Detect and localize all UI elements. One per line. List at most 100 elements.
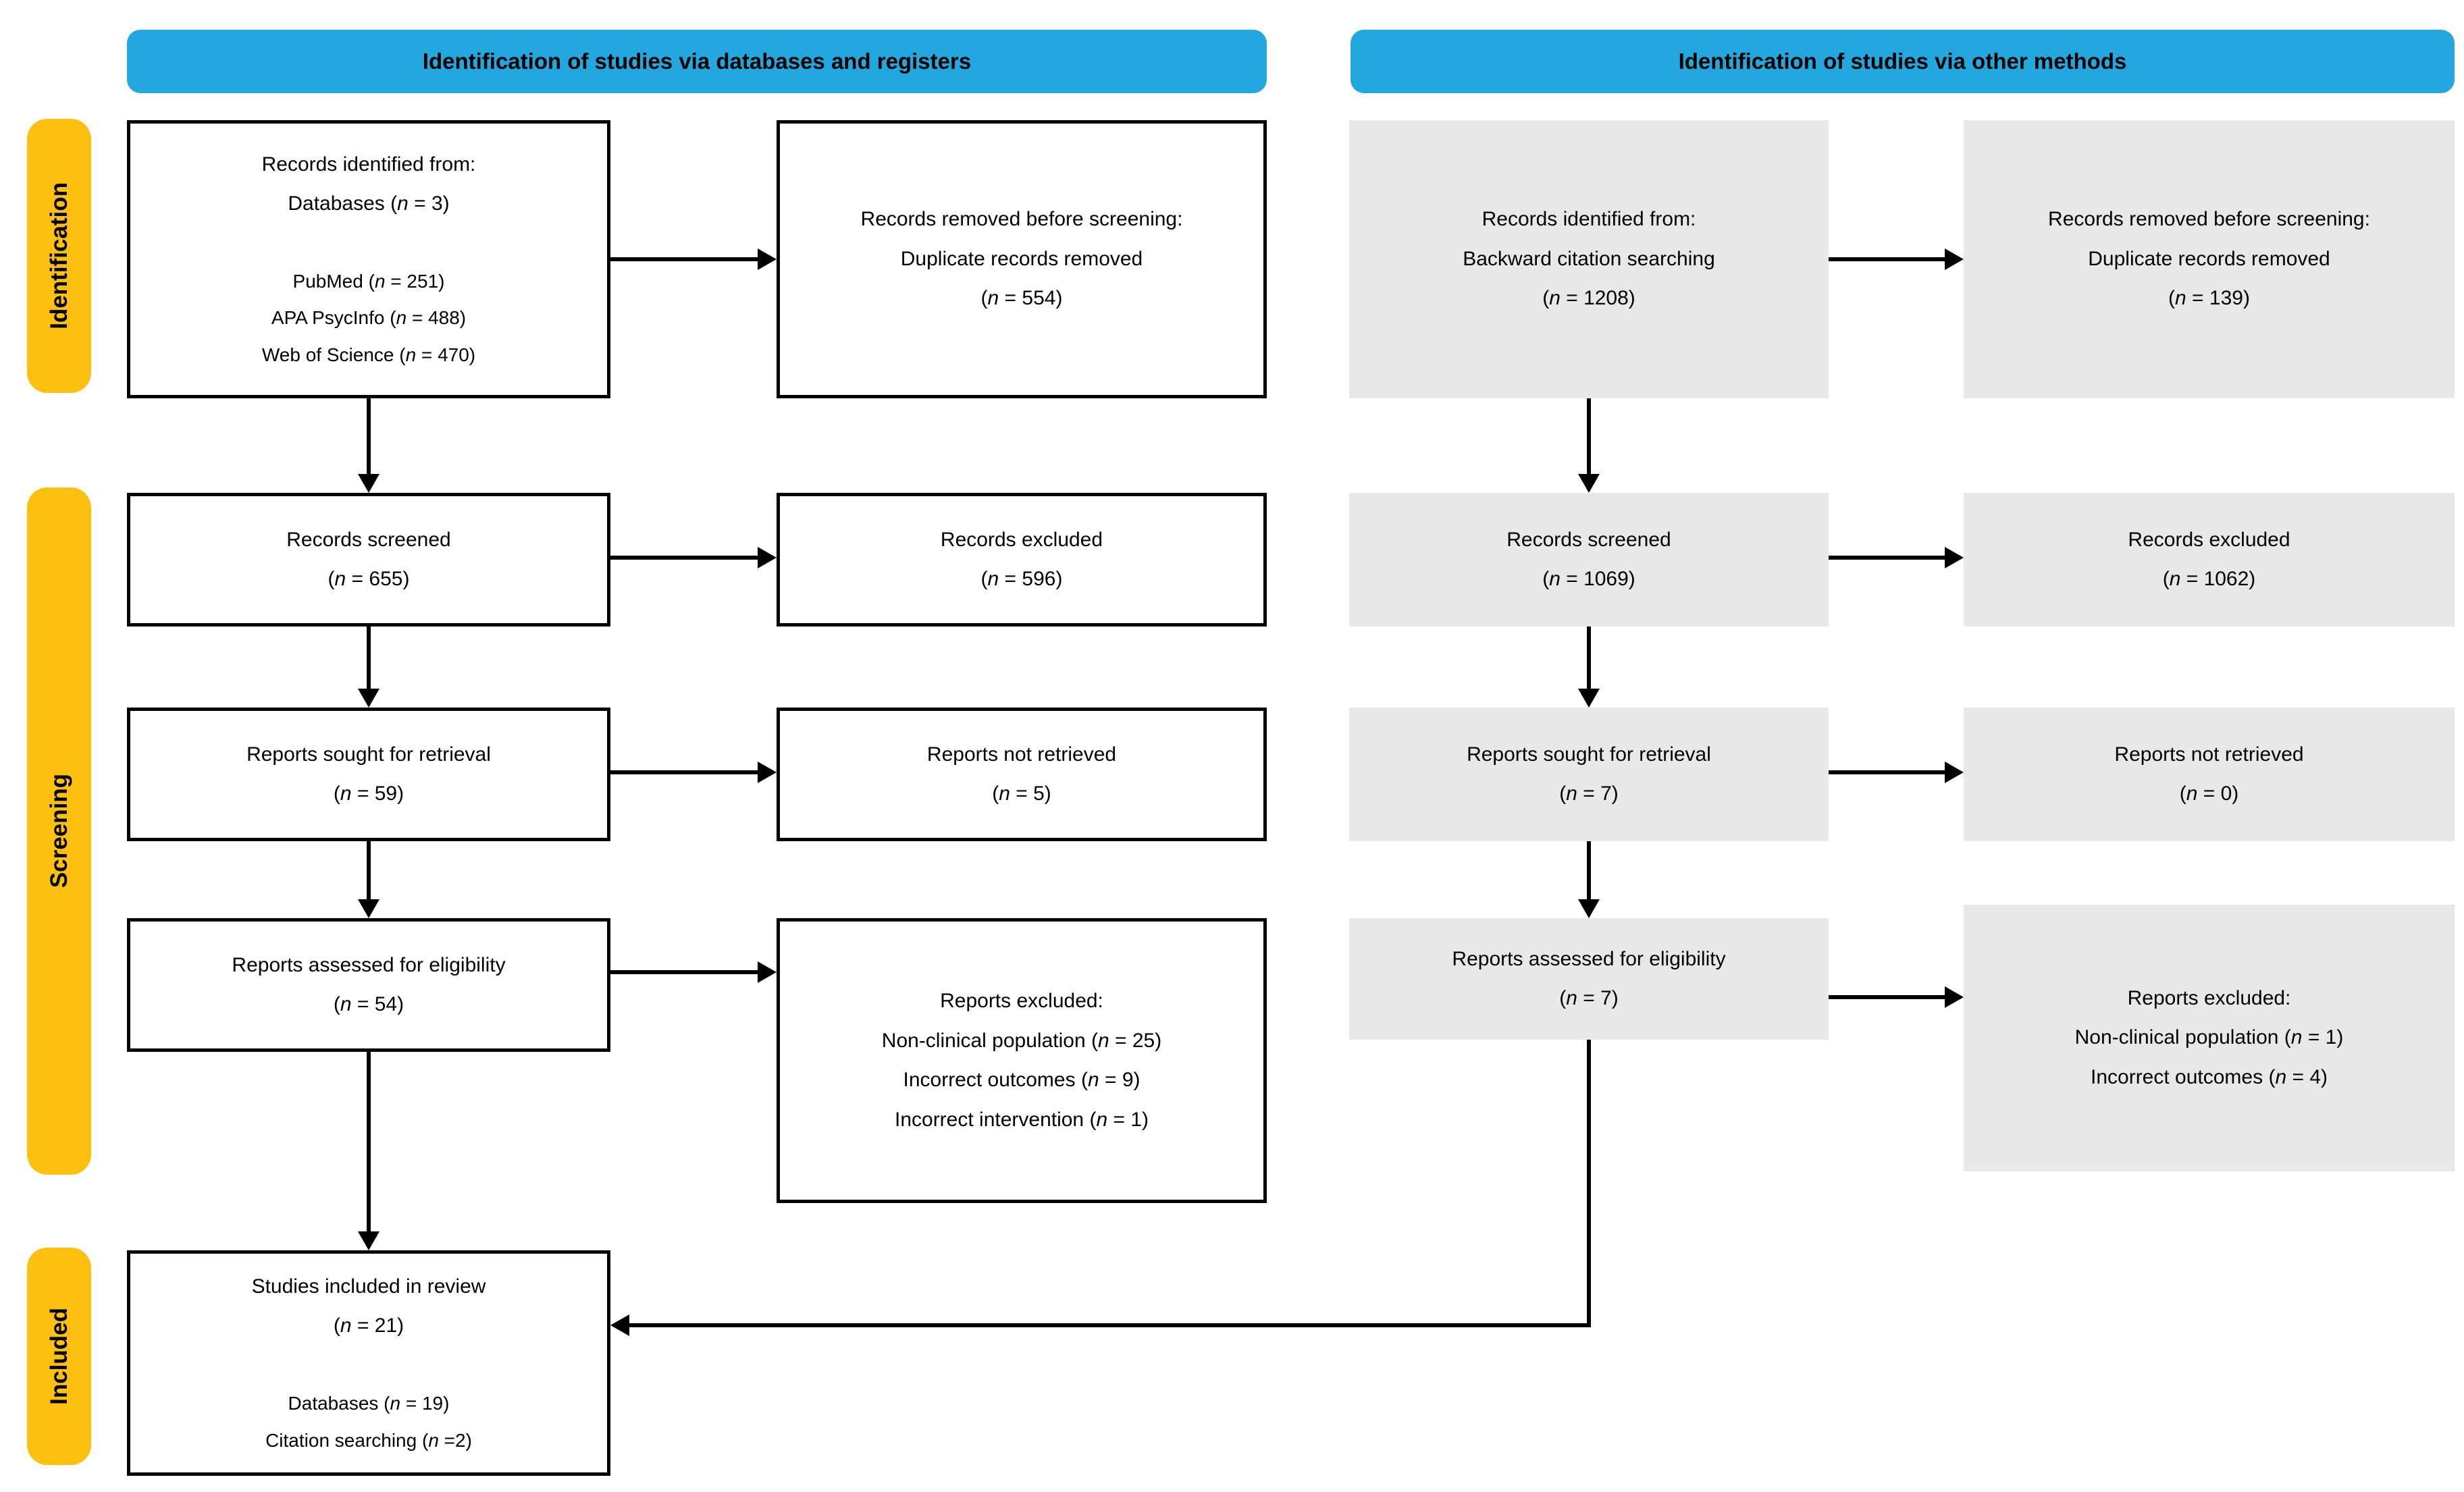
arrowhead-right-icon — [1945, 762, 1964, 783]
arrow-other-assessed-to-included-vertical — [1587, 1040, 1591, 1327]
box-other-reports-sought: Reports sought for retrieval (n = 7) — [1349, 708, 1829, 841]
box-other-records-excluded: Records excluded (n = 1062) — [1964, 493, 2455, 627]
arrow-db-sought-to-assessed — [367, 841, 371, 901]
box-db-reports-assessed: Reports assessed for eligibility (n = 54… — [127, 918, 610, 1052]
arrowhead-down-icon — [358, 689, 379, 708]
arrow-other-sought-to-assessed — [1587, 841, 1591, 901]
arrowhead-down-icon — [358, 1231, 379, 1250]
header-databases-registers: Identification of studies via databases … — [127, 30, 1267, 93]
header-other-methods-label: Identification of studies via other meth… — [1678, 49, 2127, 74]
arrow-db-sought-to-not-retrieved — [610, 770, 759, 774]
box-line: Records identified from: — [1482, 208, 1696, 231]
box-line: (n = 54) — [333, 993, 404, 1015]
box-db-reports-not-retrieved: Reports not retrieved (n = 5) — [777, 708, 1267, 841]
box-line: Non-clinical population (n = 1) — [2074, 1026, 2344, 1049]
box-db-records-removed: Records removed before screening: Duplic… — [777, 120, 1267, 398]
box-line: Backward citation searching — [1463, 247, 1715, 270]
box-line: Incorrect outcomes (n = 9) — [903, 1069, 1141, 1091]
header-databases-registers-label: Identification of studies via databases … — [422, 49, 972, 74]
arrowhead-down-icon — [1578, 899, 1600, 918]
box-other-reports-not-retrieved: Reports not retrieved (n = 0) — [1964, 708, 2455, 841]
box-line: Duplicate records removed — [900, 247, 1143, 270]
box-line: (n = 59) — [333, 782, 404, 805]
sidebar-screening-label: Screening — [45, 774, 72, 888]
box-line: (n = 5) — [992, 782, 1051, 805]
box-other-reports-assessed: Reports assessed for eligibility (n = 7) — [1349, 918, 1829, 1040]
box-line: (n = 596) — [980, 568, 1063, 590]
box-line: Non-clinical population (n = 25) — [881, 1029, 1162, 1052]
arrowhead-right-icon — [758, 547, 777, 568]
box-line: (n = 554) — [980, 287, 1063, 310]
arrow-db-screened-to-excluded — [610, 556, 759, 560]
box-line: Incorrect outcomes (n = 4) — [2091, 1065, 2328, 1088]
box-line: Reports sought for retrieval — [246, 743, 491, 766]
box-db-reports-sought: Reports sought for retrieval (n = 59) — [127, 708, 610, 841]
box-other-records-screened: Records screened (n = 1069) — [1349, 493, 1829, 627]
box-line: Records identified from: — [261, 153, 476, 176]
arrow-db-identified-to-removed — [610, 257, 759, 261]
box-line: Records removed before screening: — [860, 208, 1183, 231]
arrowhead-down-icon — [1578, 689, 1600, 708]
arrow-other-screened-to-sought — [1587, 627, 1591, 690]
box-line: (n = 1069) — [1542, 568, 1635, 590]
arrow-other-screened-to-excluded — [1829, 556, 1946, 560]
box-db-records-screened: Records screened (n = 655) — [127, 493, 610, 627]
arrowhead-down-icon — [1578, 474, 1600, 493]
box-line: APA PsycInfo (n = 488) — [271, 307, 467, 329]
arrowhead-right-icon — [1945, 986, 1964, 1008]
arrow-db-identified-to-screened — [367, 398, 371, 475]
box-line: (n = 1208) — [1542, 287, 1635, 310]
box-line: Duplicate records removed — [2088, 247, 2330, 270]
box-line: Citation searching (n =2) — [265, 1429, 472, 1451]
box-line: Reports sought for retrieval — [1467, 743, 1711, 766]
sidebar-screening: Screening — [27, 487, 91, 1175]
box-line: Records excluded — [2128, 528, 2290, 551]
arrow-other-identified-to-screened — [1587, 398, 1591, 475]
arrow-other-identified-to-removed — [1829, 257, 1946, 261]
box-line: PubMed (n = 251) — [292, 270, 445, 292]
box-line: Reports excluded: — [940, 990, 1103, 1012]
arrow-other-assessed-to-excluded — [1829, 995, 1946, 999]
box-line: Reports not retrieved — [926, 743, 1117, 766]
box-line: (n = 7) — [1559, 782, 1619, 805]
box-line: Reports assessed for eligibility — [1452, 947, 1726, 970]
box-studies-included: Studies included in review (n = 21) Data… — [127, 1250, 610, 1476]
box-line: Records excluded — [940, 528, 1103, 551]
box-line: (n = 0) — [2179, 782, 2239, 805]
arrowhead-right-icon — [758, 248, 777, 270]
arrowhead-right-icon — [758, 762, 777, 783]
box-other-records-removed: Records removed before screening: Duplic… — [1964, 120, 2455, 398]
box-line: Records removed before screening: — [2048, 208, 2370, 231]
arrow-db-assessed-to-excluded — [610, 970, 759, 974]
arrow-other-sought-to-not-retrieved — [1829, 770, 1946, 774]
arrowhead-right-icon — [758, 961, 777, 983]
box-line: Incorrect intervention (n = 1) — [894, 1108, 1149, 1131]
sidebar-included-label: Included — [45, 1308, 72, 1405]
box-line: (n = 7) — [1559, 987, 1619, 1009]
box-line: Reports not retrieved — [2114, 743, 2304, 766]
box-line: Databases (n = 3) — [288, 192, 450, 215]
box-line: (n = 655) — [327, 568, 410, 590]
box-line: Web of Science (n = 470) — [261, 344, 476, 365]
box-line: (n = 139) — [2168, 287, 2250, 310]
arrowhead-down-icon — [358, 474, 379, 493]
box-db-reports-excluded: Reports excluded: Non-clinical populatio… — [777, 918, 1267, 1203]
sidebar-identification: Identification — [27, 119, 91, 393]
box-line: Databases (n = 19) — [288, 1392, 450, 1414]
arrow-other-assessed-to-included-horizontal — [627, 1323, 1591, 1327]
header-other-methods: Identification of studies via other meth… — [1351, 30, 2455, 93]
box-line: Studies included in review — [251, 1275, 486, 1298]
arrowhead-down-icon — [358, 899, 379, 918]
box-line: Records screened — [286, 528, 451, 551]
box-line: Reports assessed for eligibility — [232, 953, 506, 976]
arrowhead-right-icon — [1945, 547, 1964, 568]
arrowhead-left-icon — [610, 1314, 629, 1336]
sidebar-included: Included — [27, 1248, 91, 1465]
box-other-reports-excluded: Reports excluded: Non-clinical populatio… — [1964, 905, 2455, 1171]
sidebar-identification-label: Identification — [45, 182, 72, 329]
arrow-db-assessed-to-included — [367, 1052, 371, 1233]
box-db-records-excluded: Records excluded (n = 596) — [777, 493, 1267, 627]
arrowhead-right-icon — [1945, 248, 1964, 270]
arrow-db-screened-to-sought — [367, 627, 371, 690]
